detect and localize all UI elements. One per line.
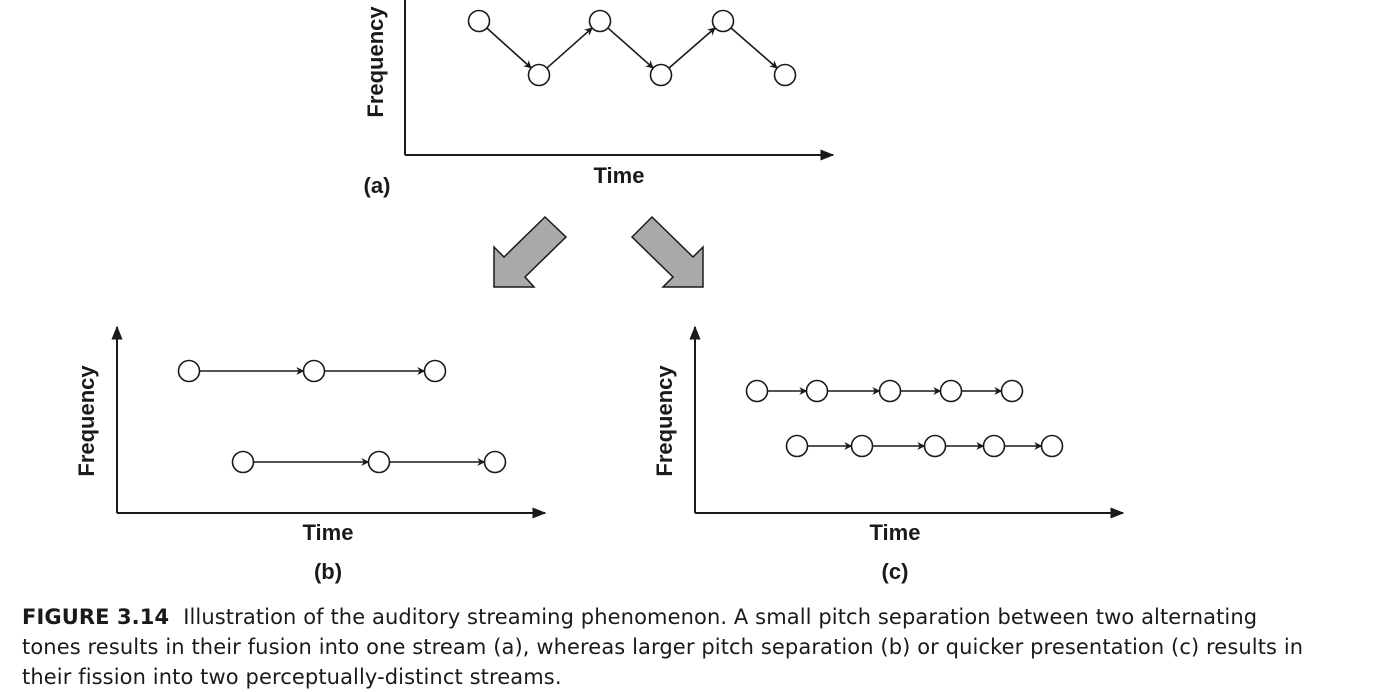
panel-a-ylabel: Frequency: [363, 6, 388, 118]
transition-arrow-to-b: [493, 215, 568, 288]
panel-a-transition-arrow: [486, 27, 532, 69]
panel-b-high-tone-1: [177, 359, 201, 383]
panel-a-xlabel: Time: [594, 163, 645, 188]
panel-a-tone-6: [773, 63, 797, 87]
panel-a-transition-arrow: [607, 27, 654, 69]
panel-b-low-tone-3: [483, 450, 507, 474]
panel-b-label: (b): [314, 559, 342, 584]
panel-c-low-tone-4: [982, 434, 1006, 458]
panel-b-xlabel: Time: [303, 520, 354, 545]
panel-b-high-tone-3: [423, 359, 447, 383]
panel-c-low-tone-2: [850, 434, 874, 458]
panel-b: Frequency Time (b): [74, 325, 547, 584]
panel-c-high-tone-3: [878, 379, 902, 403]
panel-a-tone-3: [588, 9, 612, 33]
panel-c-high-tone-2: [805, 379, 829, 403]
panel-b-low-tone-2: [367, 450, 391, 474]
panel-c-label: (c): [882, 559, 909, 584]
panel-c-high-tone-1: [745, 379, 769, 403]
panel-c-high-tone-5: [1000, 379, 1024, 403]
transition-arrow-to-c: [630, 215, 704, 288]
panel-a-transition-arrow: [730, 27, 778, 69]
panel-c-low-tone-1: [785, 434, 809, 458]
panel-c-ylabel: Frequency: [652, 365, 677, 477]
panel-c-high-tone-4: [939, 379, 963, 403]
panel-a-tone-5: [711, 9, 735, 33]
panel-b-high-tone-2: [302, 359, 326, 383]
panel-a-tone-1: [467, 9, 491, 33]
panel-c-xlabel: Time: [870, 520, 921, 545]
panel-c: Frequency Time (c): [652, 325, 1125, 584]
panel-b-low-tone-1: [231, 450, 255, 474]
panel-b-ylabel: Frequency: [74, 365, 99, 477]
panel-a-tone-2: [527, 63, 551, 87]
caption-text: Illustration of the auditory streaming p…: [22, 605, 1304, 689]
figure-number: FIGURE 3.14: [22, 605, 170, 629]
panel-a-label: (a): [364, 173, 391, 198]
panel-a-transition-arrow: [546, 27, 593, 69]
panel-c-low-tone-5: [1040, 434, 1064, 458]
panel-a-transition-arrow: [668, 27, 716, 69]
panel-a-tone-4: [649, 63, 673, 87]
panel-c-low-tone-3: [923, 434, 947, 458]
panel-a: Frequency Time (a): [363, 0, 835, 198]
